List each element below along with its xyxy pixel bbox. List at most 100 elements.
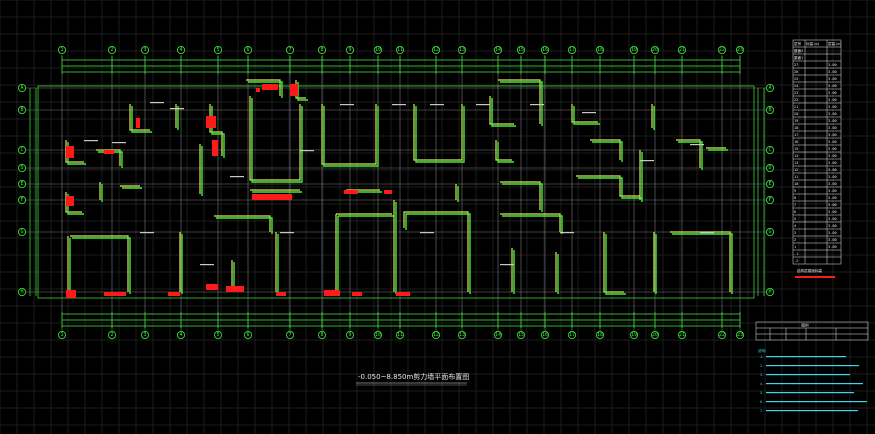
axis-bubble: 6 bbox=[243, 330, 252, 339]
axis-bubble-label: 21 bbox=[679, 47, 685, 53]
elevation-cell: 3.00 bbox=[828, 245, 837, 249]
axis-bubble-label: 11 bbox=[397, 47, 403, 53]
elevation-cell: 12 bbox=[794, 168, 798, 172]
axis-bubble: 7 bbox=[285, 46, 294, 55]
axis-bubble: G bbox=[17, 227, 26, 236]
wall-column-red bbox=[226, 286, 244, 292]
elevation-cell: 15 bbox=[794, 147, 798, 151]
axis-bubble: 2 bbox=[108, 330, 117, 339]
elevation-cell: 9 bbox=[794, 189, 796, 193]
axis-bubble-label: H bbox=[20, 289, 23, 295]
axis-bubble-label: 23 bbox=[737, 47, 743, 53]
axis-bubble: 14 bbox=[493, 330, 502, 339]
axis-bubble: 3 bbox=[140, 330, 149, 339]
axis-bubble-label: 6 bbox=[246, 332, 249, 338]
elevation-cell: 18 bbox=[794, 126, 798, 130]
axis-bubble-label: B bbox=[768, 107, 771, 113]
wall-annotation bbox=[230, 176, 244, 178]
axis-bubble-label: E bbox=[768, 181, 771, 187]
elevation-cell: 3.00 bbox=[828, 147, 837, 151]
shear-wall bbox=[413, 104, 463, 161]
wall-annotation bbox=[430, 104, 444, 106]
axis-bubble: 3 bbox=[140, 46, 149, 55]
axis-bubble-label: G bbox=[20, 229, 23, 235]
axis-bubble: 8 bbox=[317, 330, 326, 339]
axis-bubble-label: E bbox=[20, 181, 23, 187]
axis-bubble-label: 16 bbox=[542, 47, 548, 53]
axis-bubble: 23 bbox=[736, 46, 745, 55]
axis-bubble: 5 bbox=[213, 330, 222, 339]
axis-bubble-label: 10 bbox=[375, 332, 381, 338]
axis-bubble-label: 15 bbox=[518, 47, 524, 53]
axis-bubble-label: 18 bbox=[597, 332, 603, 338]
axis-bubble: 7 bbox=[285, 330, 294, 339]
axis-bubble: A bbox=[17, 84, 26, 93]
wall-annotation bbox=[690, 144, 704, 146]
axis-bubble: 4 bbox=[176, 330, 185, 339]
elevation-cell: 10 bbox=[794, 182, 798, 186]
axis-bubble-label: F bbox=[768, 197, 771, 203]
wall-column-red bbox=[66, 290, 76, 298]
wall-annotation bbox=[500, 264, 514, 266]
axis-bubble: D bbox=[766, 163, 775, 172]
elevation-cell: 17 bbox=[794, 133, 798, 137]
shear-wall bbox=[70, 235, 129, 292]
elevation-cell: 4 bbox=[794, 224, 796, 228]
axis-bubble-label: 8 bbox=[320, 47, 323, 53]
axis-bubble: 14 bbox=[493, 46, 502, 55]
elevation-cell: 5 bbox=[794, 217, 796, 221]
elevation-cell: 21 bbox=[794, 105, 798, 109]
elevation-cell: 14 bbox=[794, 154, 798, 158]
elevation-cell: 3.00 bbox=[828, 217, 837, 221]
wall-column-red bbox=[66, 196, 74, 206]
shear-wall-edge bbox=[578, 177, 642, 199]
elevation-cell: 3.00 bbox=[828, 182, 837, 186]
axis-bubble: F bbox=[17, 195, 26, 204]
axis-bubble: A bbox=[766, 84, 775, 93]
axis-bubble: 1 bbox=[58, 330, 67, 339]
elevation-cell: 13 bbox=[794, 161, 798, 165]
elevation-cell: 16 bbox=[794, 140, 798, 144]
axis-bubble-label: B bbox=[20, 107, 23, 113]
axis-bubble-label: 5 bbox=[216, 332, 219, 338]
wall-annotation bbox=[200, 264, 214, 266]
wall-column-red bbox=[344, 190, 358, 194]
elevation-cell: 3.00 bbox=[828, 70, 837, 74]
axis-bubble: 2 bbox=[108, 46, 117, 55]
vertical-axes bbox=[61, 55, 741, 332]
shear-wall bbox=[498, 79, 541, 124]
elevation-cell: 3.00 bbox=[828, 231, 837, 235]
axis-bubble-label: 18 bbox=[597, 47, 603, 53]
axis-bubble: G bbox=[766, 227, 775, 236]
wall-column-red bbox=[104, 292, 126, 296]
axis-bubble: 19 bbox=[630, 46, 639, 55]
elevation-cell: 3.00 bbox=[828, 119, 837, 123]
axis-bubble-label: 12 bbox=[433, 47, 439, 53]
wall-annotation bbox=[582, 112, 596, 114]
axis-bubble: 19 bbox=[630, 330, 639, 339]
elevation-cell: 3.00 bbox=[828, 77, 837, 81]
shear-wall bbox=[214, 215, 271, 232]
shear-wall bbox=[246, 79, 281, 96]
wall-column-red bbox=[168, 292, 180, 296]
shear-wall-edge bbox=[248, 81, 283, 98]
axis-bubble: C bbox=[17, 145, 26, 154]
axis-bubble: 12 bbox=[431, 46, 440, 55]
elevation-cell: 3.00 bbox=[828, 203, 837, 207]
elevation-header-cell: 层号 bbox=[794, 41, 802, 46]
drawing-title-block: -0.050~8.850m剪力墙平面布置图 bbox=[356, 372, 469, 386]
wall-annotation bbox=[84, 140, 98, 142]
axis-bubble: 10 bbox=[373, 46, 382, 55]
notes-heading: 说明: bbox=[758, 348, 767, 353]
axis-bubble: E bbox=[17, 179, 26, 188]
axis-bubble-label: 9 bbox=[348, 47, 351, 53]
drawing-title: -0.050~8.850m剪力墙平面布置图 bbox=[358, 372, 469, 381]
axis-bubble-label: H bbox=[768, 289, 771, 295]
axis-bubble-label: 23 bbox=[737, 332, 743, 338]
wall-column-red bbox=[136, 118, 140, 128]
note-line: 4. bbox=[760, 382, 764, 386]
shear-wall bbox=[676, 139, 701, 168]
note-text-bar bbox=[766, 410, 858, 412]
